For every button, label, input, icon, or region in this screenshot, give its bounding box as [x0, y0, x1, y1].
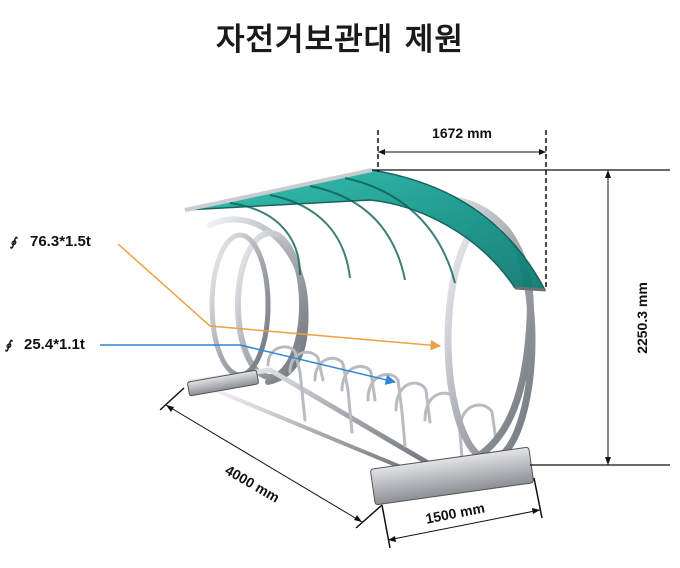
- diameter-symbol-small: ∮: [5, 338, 13, 352]
- height-label: 2250.3 mm: [634, 282, 650, 354]
- dimension-roof-width: 1672 mm: [377, 125, 547, 290]
- dimension-height: 2250.3 mm: [372, 169, 670, 466]
- roof-width-label: 1672 mm: [432, 125, 492, 141]
- spec-callout-large-pipe: ∮ 76.3*1.5t: [10, 233, 442, 351]
- diameter-symbol-large: ∮: [10, 235, 18, 249]
- spec-callout-small-pipe: ∮ 25.4*1.1t: [5, 336, 397, 385]
- roof-canopy: [184, 168, 547, 292]
- bike-rack-loops: [266, 345, 498, 460]
- rear-frame: [187, 216, 443, 477]
- spec-large-label: 76.3*1.5t: [30, 233, 91, 250]
- spec-small-label: 25.4*1.1t: [24, 336, 85, 353]
- page-title: 자전거보관대 제원: [216, 22, 464, 58]
- length-label: 4000 mm: [223, 462, 283, 506]
- base-plates: [187, 369, 534, 506]
